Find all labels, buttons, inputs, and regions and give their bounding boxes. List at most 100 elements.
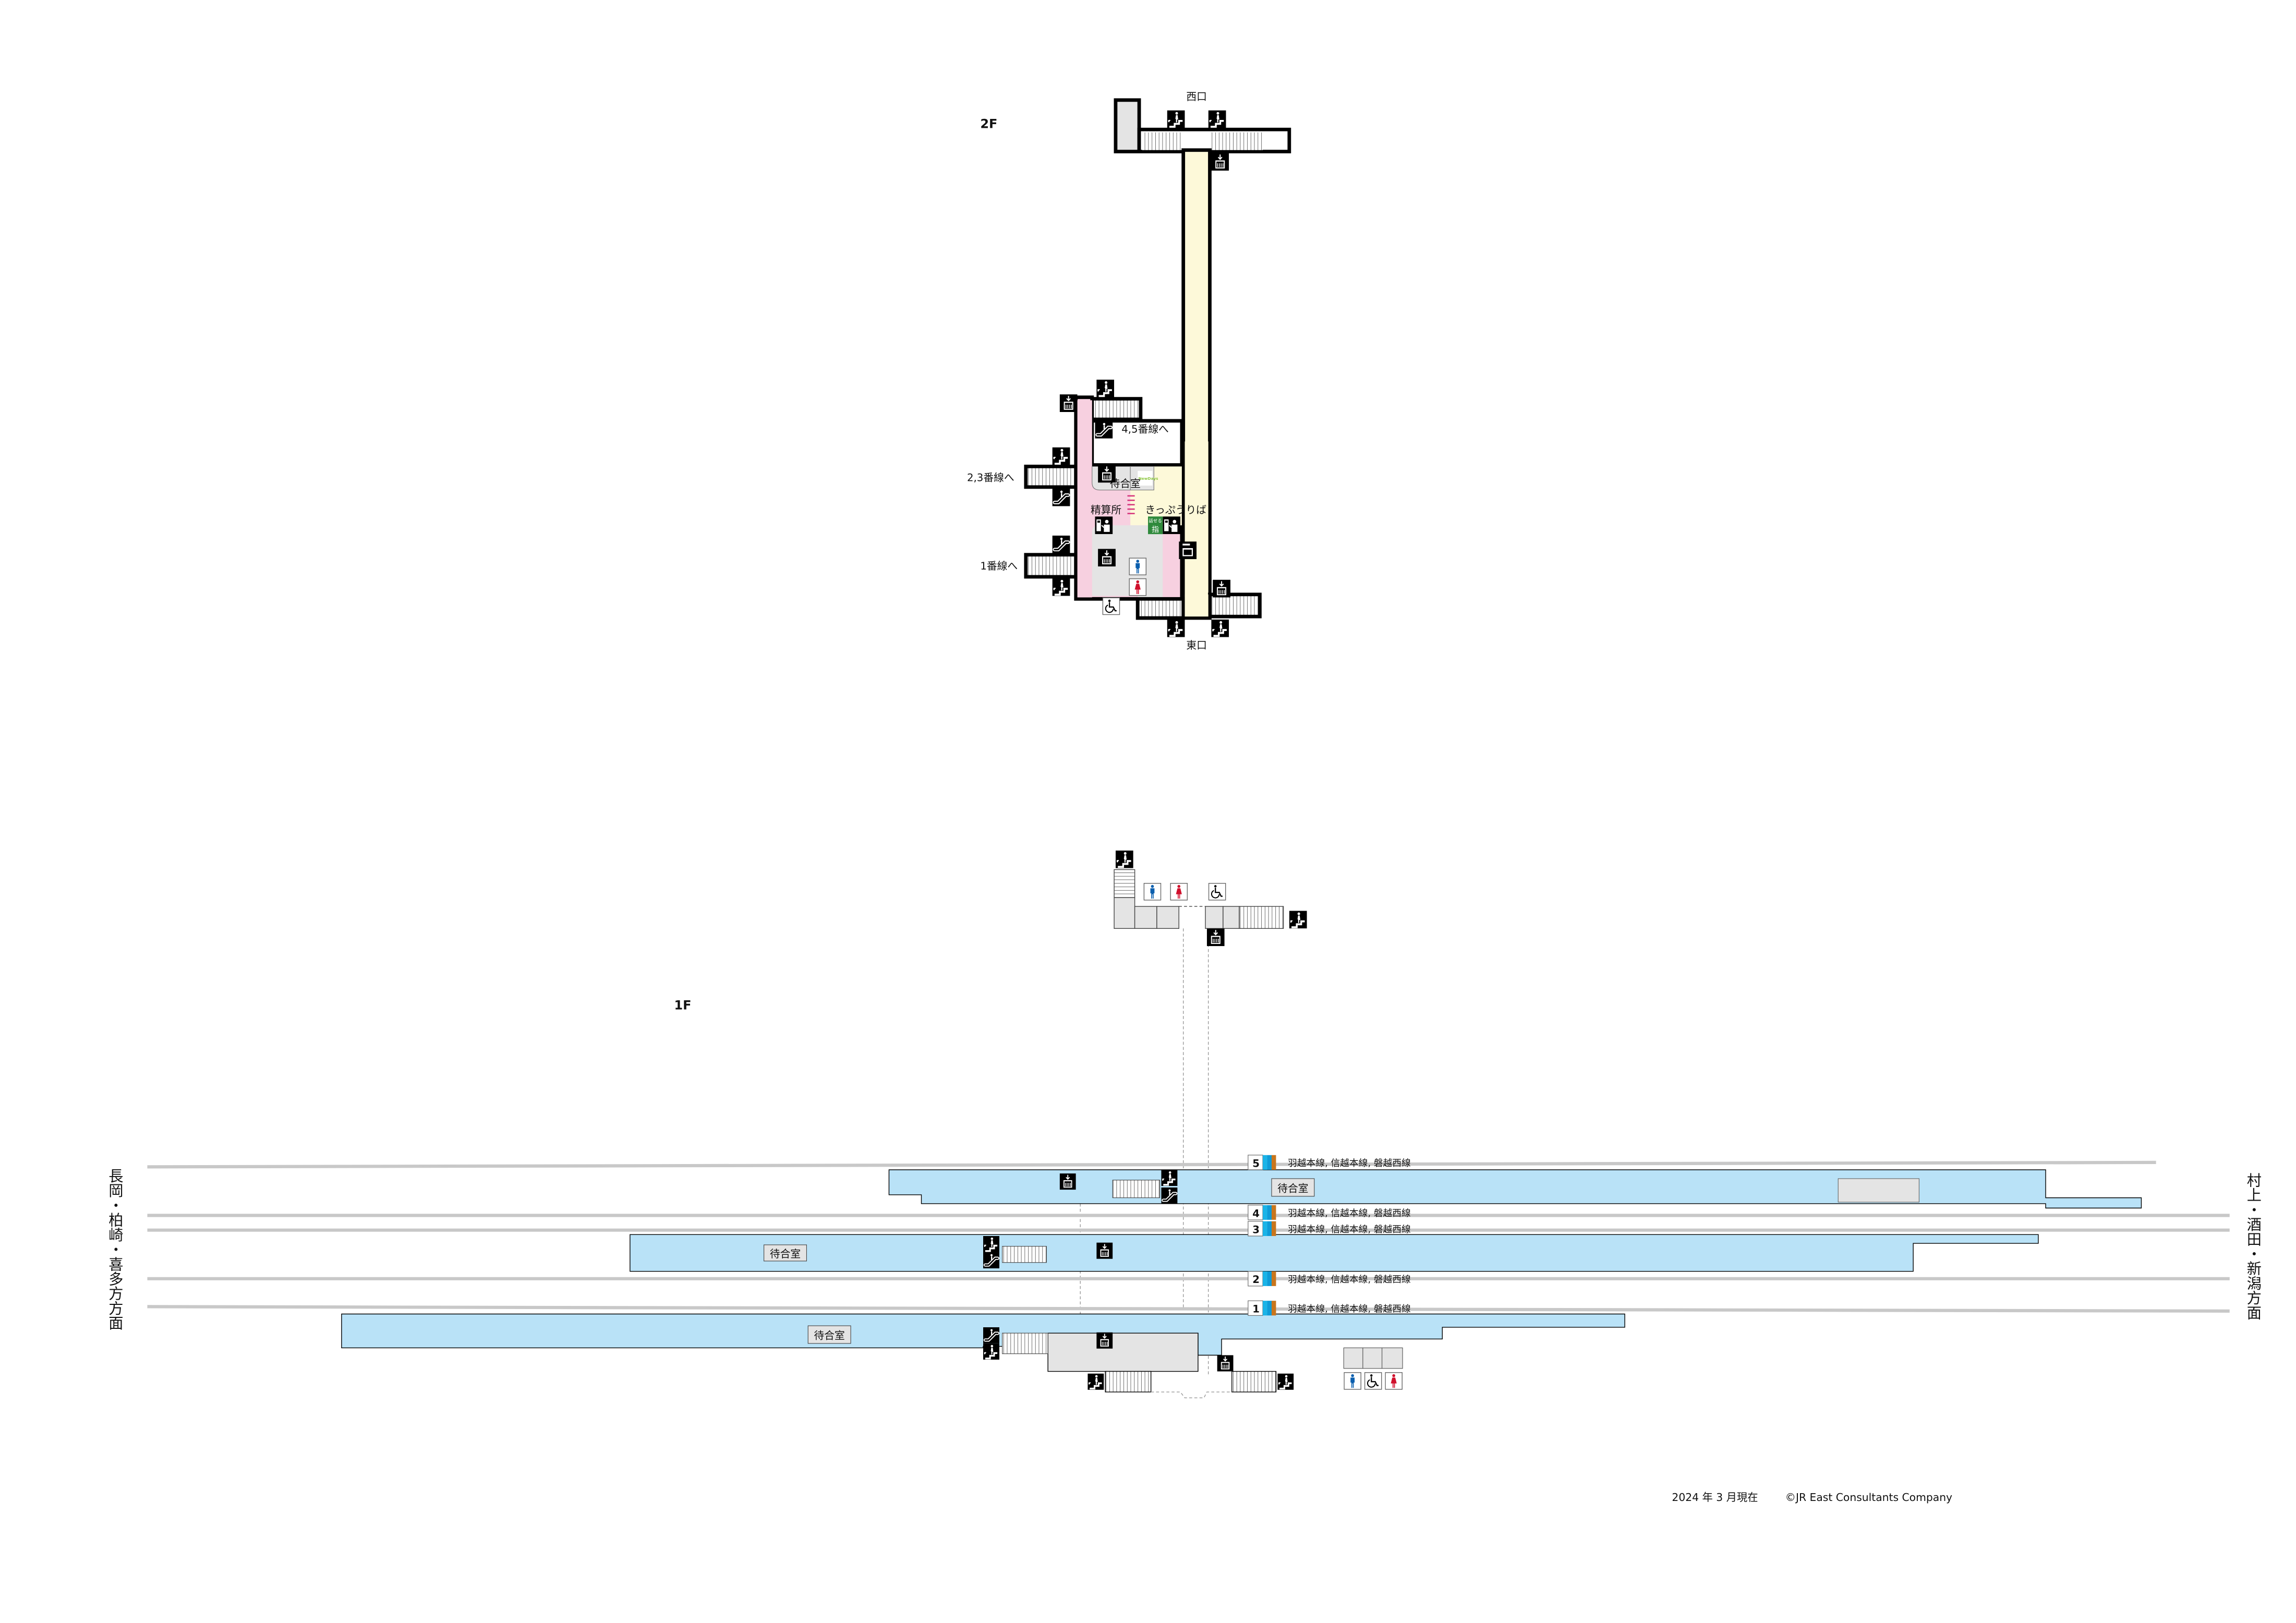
platform-4-5-building (1838, 1178, 1919, 1203)
waiting-room-label-p1: 待合室 (814, 1329, 845, 1341)
east-exit-label: 東口 (1186, 639, 1206, 651)
stairs-icon (1208, 110, 1226, 128)
accessible-toilet-icon (1364, 1372, 1382, 1390)
mens-toilet-icon (1344, 1372, 1362, 1390)
ticket-gate (1127, 495, 1135, 514)
stairs-icon (983, 1236, 1000, 1253)
east-stub-left (1135, 597, 1186, 620)
elevator-icon (1098, 465, 1116, 483)
west-stair-left (1142, 132, 1183, 150)
ticket-office-label: きっぷうりば (1145, 504, 1206, 516)
track-5 (147, 1160, 2156, 1169)
track-label-2: 2 羽越本線, 信越本線, 磐越西線 (1248, 1271, 1411, 1287)
footer-copyright: ©JR East Consultants Company (1785, 1491, 1952, 1504)
accessible-toilet-icon (1208, 882, 1226, 901)
mens-toilet-icon (1143, 882, 1162, 901)
paid-column (1077, 400, 1092, 598)
tracks (147, 1160, 2230, 1313)
stairs-icon (1052, 447, 1070, 465)
talking-ticket-top: 話せる (1149, 518, 1162, 524)
platform-2-3-stairs (1002, 1246, 1047, 1263)
track-label-1: 1 羽越本線, 信越本線, 磐越西線 (1248, 1300, 1411, 1316)
stairs-icon (1052, 578, 1070, 596)
platform-4-5 (888, 1169, 2142, 1209)
elevator-icon (1217, 1354, 1234, 1373)
track-lines: 羽越本線, 信越本線, 磐越西線 (1288, 1208, 1411, 1219)
restroom-block-1f (1343, 1347, 1403, 1369)
floor-label-1f: 1F (674, 998, 692, 1012)
track-label-5: 5 羽越本線, 信越本線, 磐越西線 (1248, 1155, 1411, 1170)
stairs-icon (1087, 1373, 1104, 1390)
escalator-icon (1053, 536, 1070, 553)
station-building-1f (1047, 1333, 1199, 1372)
to-platform-23-label: 2,3番線へ (967, 472, 1014, 484)
track-1 (147, 1305, 2230, 1313)
elevator-icon (1096, 1331, 1113, 1350)
track-lines: 羽越本線, 信越本線, 磐越西線 (1288, 1303, 1411, 1314)
underpass-outline (1151, 1391, 1232, 1399)
stairs-icon (1289, 911, 1307, 929)
east-exit-stairs-left (1105, 1371, 1152, 1392)
corridor-fill (1185, 441, 1209, 615)
escalator-icon (1053, 489, 1070, 506)
track-label-3: 3 羽越本線, 信越本線, 磐越西線 (1248, 1221, 1411, 1237)
fare-adjustment-label: 精算所 (1091, 504, 1121, 516)
talking-ticket-machine-icon: 話せる 指 (1148, 516, 1163, 535)
stairs-icon (983, 1343, 1000, 1360)
track-lines: 羽越本線, 信越本線, 磐越西線 (1288, 1224, 1411, 1235)
elevator-icon (1211, 153, 1229, 171)
womens-toilet-icon (1170, 882, 1188, 901)
floor-label-2f: 2F (980, 116, 997, 131)
ticket-machine-icon (1095, 516, 1113, 535)
stairs-icon (1277, 1373, 1294, 1390)
elevator-icon (1206, 928, 1225, 947)
platform-1-stairs (1002, 1333, 1048, 1354)
stairs-icon (1096, 379, 1115, 397)
track-number: 1 (1252, 1303, 1260, 1315)
waiting-room-label-p45: 待合室 (1277, 1182, 1308, 1194)
east-exit-building-1f (1080, 869, 1284, 1376)
talking-ticket-bottom: 指 (1152, 526, 1159, 534)
stairs-icon (1161, 1170, 1178, 1186)
track-number: 3 (1252, 1224, 1260, 1236)
waiting-room-label-p23: 待合室 (770, 1248, 801, 1260)
elevator-icon (1059, 1172, 1076, 1191)
track-number: 5 (1252, 1157, 1260, 1169)
to-platform-1-label: 1番線へ (980, 560, 1018, 572)
newdays-logo: NewDays (1139, 476, 1158, 481)
concourse-2f: NewDays 待合室 精算所 きっぷうりば 4,5番線へ 2,3番線へ 1番線… (967, 98, 1291, 637)
escalator-icon (983, 1252, 999, 1268)
stairs-icon (1115, 850, 1133, 868)
west-stair-right (1210, 132, 1263, 150)
accessible-toilet-icon (1102, 597, 1120, 615)
elevator-icon (1098, 549, 1116, 567)
platform-1 (341, 1313, 1625, 1356)
footer-date: 2024 年 3 月現在 (1672, 1491, 1758, 1504)
elevator-icon (1096, 1242, 1113, 1260)
elevator-icon (1059, 394, 1078, 412)
stairs-icon (1167, 110, 1185, 128)
west-exit-label: 西口 (1186, 91, 1206, 103)
east-stub-right (1208, 592, 1262, 619)
track-lines: 羽越本線, 信越本線, 磐越西線 (1288, 1274, 1411, 1285)
mens-toilet-icon (1129, 558, 1147, 576)
womens-toilet-icon (1385, 1372, 1403, 1390)
to-platform-45-label: 4,5番線へ (1121, 423, 1169, 435)
west-tower (1114, 98, 1141, 153)
platform-4-5-stairs (1112, 1180, 1161, 1198)
east-exit-stairs-right (1231, 1371, 1277, 1392)
direction-east: 村上・酒田・新潟方面 (2244, 1172, 2262, 1319)
track-lines: 羽越本線, 信越本線, 磐越西線 (1288, 1158, 1411, 1169)
ticket-machine-icon (1163, 516, 1181, 535)
stub-23 (1024, 464, 1078, 489)
track-number: 2 (1252, 1274, 1260, 1286)
coin-locker-icon (1179, 541, 1197, 560)
track-number: 4 (1252, 1207, 1260, 1219)
stub-1 (1024, 553, 1078, 579)
track-label-4: 4 羽越本線, 信越本線, 磐越西線 (1248, 1205, 1411, 1220)
escalator-icon (983, 1327, 999, 1343)
direction-west: 長岡・柏崎・喜多方方面 (106, 1168, 124, 1330)
stairs-icon (1167, 619, 1185, 637)
waiting-room-label-2f: 待合室 (1110, 478, 1141, 490)
womens-toilet-icon (1129, 578, 1147, 596)
